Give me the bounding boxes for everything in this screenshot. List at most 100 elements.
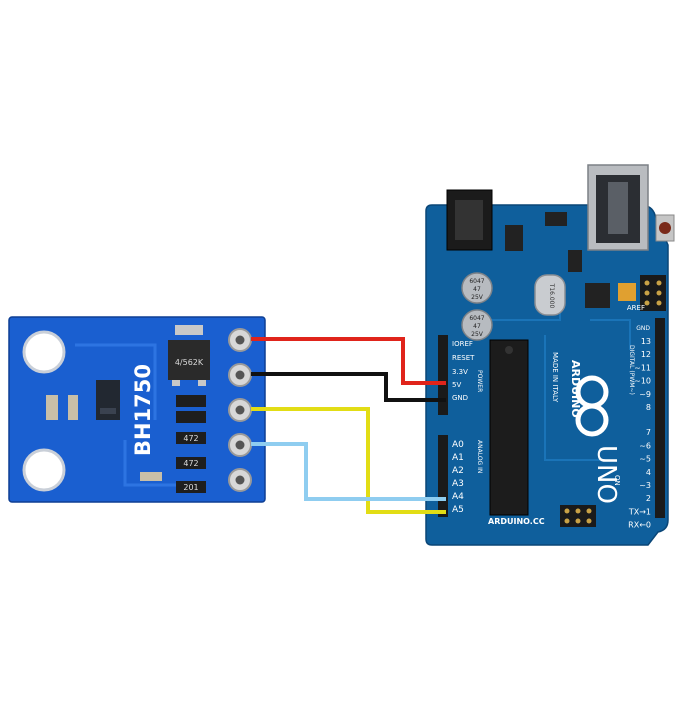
electrolytic-capacitor: 6047 47 25V xyxy=(461,272,493,304)
regulator-leg xyxy=(172,380,180,386)
digital-pin-label: 2 xyxy=(646,494,651,503)
usb-interface-chip xyxy=(585,283,610,308)
chip-detail xyxy=(100,408,116,414)
digital-pin-labels: 13 12 ~11 ~10 ~9 8 7 ~6 ~5 4 ~3 2TX→1RX←0 xyxy=(628,337,651,530)
analog-pin-label: A1 xyxy=(452,453,464,463)
regulator-marking: 4/562K xyxy=(175,358,204,367)
reset-label: RESET xyxy=(655,204,675,211)
power-header-label: POWER xyxy=(476,370,483,392)
wire-sda-yellow xyxy=(251,407,446,514)
wire-vcc-red xyxy=(251,337,446,385)
wire-scl-blue xyxy=(251,442,446,501)
power-header-strip xyxy=(438,335,448,415)
pin-hole xyxy=(235,440,245,450)
made-in-italy-text: MADE IN ITALY xyxy=(551,352,559,403)
cap-label: 6047 xyxy=(469,315,484,322)
resistor-label: 472 xyxy=(183,459,198,468)
smd-resistor xyxy=(176,411,206,423)
digital-pin-label: ~9 xyxy=(639,390,651,399)
regulator-ic xyxy=(168,340,210,380)
pin-hole xyxy=(235,370,245,380)
model-label: UNO xyxy=(591,445,621,504)
smd-resistor xyxy=(176,395,206,407)
power-pin-label: 5V xyxy=(452,381,461,389)
icsp-header-bottom xyxy=(560,505,596,527)
analog-pin-label: A5 xyxy=(452,505,464,515)
bh1750-module: BH1750 4/562K 472 472 201 xyxy=(8,316,266,503)
digital-pin-label: RX←0 xyxy=(628,521,651,530)
wire-gnd-black xyxy=(251,372,446,402)
on-label: ON xyxy=(613,475,621,486)
power-pin-label: RESET xyxy=(452,354,475,362)
pcb-trace xyxy=(590,319,631,350)
smd-capacitor xyxy=(46,395,58,420)
digital-pin-label: ~3 xyxy=(639,481,651,490)
analog-pin-label: A2 xyxy=(452,466,464,476)
pin-hole xyxy=(235,335,245,345)
usb-tongue xyxy=(608,182,628,234)
smd-component xyxy=(568,250,582,272)
smd-component xyxy=(545,212,567,226)
cap-label: 47 xyxy=(473,286,481,293)
smd-resistor xyxy=(176,432,206,444)
mounting-hole xyxy=(22,448,66,492)
digital-pin-label: TX→1 xyxy=(628,507,651,516)
pcb-trace xyxy=(544,335,600,461)
chip-notch xyxy=(505,346,513,354)
digital-pin-label: 8 xyxy=(646,403,651,412)
digital-pin-label: 4 xyxy=(646,468,651,477)
smd-capacitor xyxy=(140,472,162,481)
digital-pin-label: 13 xyxy=(641,337,651,346)
reset-button-cap xyxy=(659,222,671,234)
analog-pin-label: A4 xyxy=(452,492,464,502)
sensor-label: BH1750 xyxy=(131,364,155,456)
digital-header-strip xyxy=(655,318,665,518)
cap-label: 25V xyxy=(471,294,484,301)
digital-label: DIGITAL (PWM~) xyxy=(628,345,635,395)
regulator-tab xyxy=(175,325,203,335)
voltage-regulator xyxy=(505,225,523,251)
electrolytic-capacitor: 6047 47 25V xyxy=(461,309,493,341)
analog-header-strip xyxy=(438,435,448,517)
cap-label: 47 xyxy=(473,323,481,330)
digital-pin-label: ~11 xyxy=(634,363,651,372)
cap-label: 6047 xyxy=(469,278,484,285)
digital-pin-label: ~6 xyxy=(639,441,651,450)
smd-capacitor xyxy=(68,395,78,420)
wires xyxy=(251,337,446,514)
atmega-chip xyxy=(489,339,529,516)
arduino-uno-board: RESET 6047 47 25V 6047 47 25V T16.000 xyxy=(425,164,675,546)
analog-pin-label: A3 xyxy=(452,479,464,489)
digital-pin-label: ~5 xyxy=(639,455,651,464)
icsp-header-top xyxy=(640,275,666,311)
gnd-label: GND xyxy=(636,325,650,332)
digital-pin-label: 7 xyxy=(646,428,651,437)
pin-hole xyxy=(235,405,245,415)
digital-pin-label: ~10 xyxy=(634,377,651,386)
pin-hole xyxy=(235,475,245,485)
smd-resistor xyxy=(176,457,206,469)
analog-pin-label: A0 xyxy=(452,440,464,450)
resistor-label: 201 xyxy=(183,483,198,492)
crystal-oscillator xyxy=(534,274,566,316)
brand-label: ARDUINO xyxy=(569,360,582,418)
mounting-hole xyxy=(22,330,66,374)
pcb-trace xyxy=(123,440,200,487)
regulator-leg xyxy=(198,380,206,386)
aref-label: AREF xyxy=(627,304,645,312)
power-pin-label: IOREF xyxy=(452,340,473,348)
cap-label: 25V xyxy=(471,331,484,338)
pcb-trace xyxy=(75,343,157,420)
power-pin-label: 3.3V xyxy=(452,368,468,376)
analog-header-label: ANALOG IN xyxy=(476,440,483,473)
power-pin-label: GND xyxy=(452,394,468,402)
website-label: ARDUINO.CC xyxy=(488,517,545,526)
digital-pin-label: 12 xyxy=(641,350,651,359)
jumper-pads xyxy=(618,283,636,301)
crystal-marking: T16.000 xyxy=(548,283,555,309)
smd-resistor xyxy=(176,481,206,493)
arduino-logo xyxy=(575,375,609,437)
power-jack-detail xyxy=(455,200,483,240)
